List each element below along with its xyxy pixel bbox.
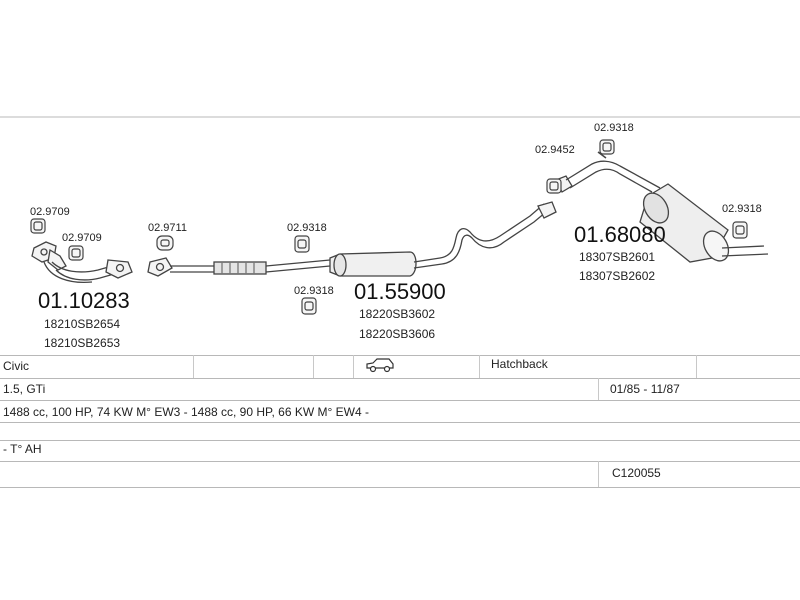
hanger-icon: [68, 245, 84, 261]
front-pipe-number: 01.10283: [38, 288, 130, 313]
hanger-label: 02.9318: [294, 285, 334, 297]
middle-silencer-oem: 18220SB3606: [359, 327, 435, 341]
rear-silencer-number: 01.68080: [574, 222, 666, 247]
hanger-icon: [30, 218, 46, 234]
hanger-icon: [156, 235, 174, 251]
front-pipe-oem: 18210SB2653: [44, 336, 120, 350]
catalog-code: C120055: [612, 466, 661, 480]
hanger-icon: [599, 139, 615, 155]
hanger-icon: [732, 221, 748, 239]
hanger-label: 02.9709: [30, 206, 70, 218]
vehicle-notes: - T° AH: [3, 442, 42, 456]
vehicle-years: 01/85 - 11/87: [610, 382, 680, 396]
vehicle-body: Hatchback: [491, 357, 548, 371]
middle-silencer-oem: 18220SB3602: [359, 307, 435, 321]
hanger-icon: [546, 178, 562, 194]
hanger-label: 02.9711: [148, 222, 187, 234]
vehicle-model: Civic: [3, 359, 29, 373]
vehicle-engine: 1.5, GTi: [3, 382, 46, 396]
middle-silencer-number: 01.55900: [354, 279, 446, 304]
rear-silencer-oem: 18307SB2602: [579, 269, 655, 283]
middle-silencer: [147, 201, 557, 277]
hanger-label: 02.9318: [722, 203, 762, 215]
hanger-label: 02.9318: [287, 222, 327, 234]
hanger-icon: [294, 235, 310, 253]
vehicle-specs: 1488 cc, 100 HP, 74 KW M° EW3 - 1488 cc,…: [3, 405, 369, 419]
rear-silencer: [555, 151, 769, 263]
hanger-icon: [301, 297, 317, 315]
hanger-label: 02.9452: [535, 144, 575, 156]
hanger-label: 02.9709: [62, 232, 102, 244]
front-pipe: [31, 241, 133, 284]
car-hatchback-icon: [365, 357, 395, 376]
front-pipe-oem: 18210SB2654: [44, 317, 120, 331]
hanger-label: 02.9318: [594, 122, 634, 134]
rear-silencer-oem: 18307SB2601: [579, 250, 655, 264]
